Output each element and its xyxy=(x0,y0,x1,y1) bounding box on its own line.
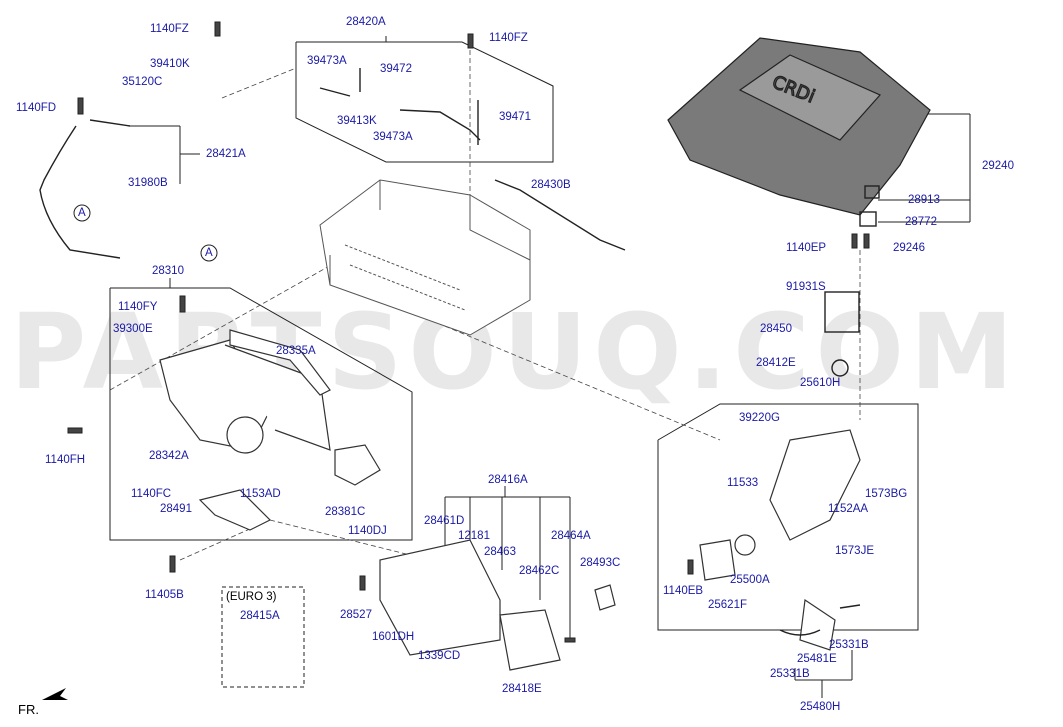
callout-25331b-left: 25331B xyxy=(770,668,810,680)
front-arrow-icon xyxy=(42,688,68,700)
callout-29240: 29240 xyxy=(982,160,1014,172)
callout-1140eb: 1140EB xyxy=(663,585,704,597)
callout-1140dj: 1140DJ xyxy=(348,525,387,537)
callout-39410k: 39410K xyxy=(150,58,190,70)
callout-28420a: 28420A xyxy=(346,16,386,28)
callout-28430b: 28430B xyxy=(531,179,571,191)
callout-28342a: 28342A xyxy=(149,450,189,462)
callout-euro3-label: (EURO 3) xyxy=(226,591,277,603)
callout-1573je: 1573JE xyxy=(835,545,875,557)
callout-1140fc: 1140FC xyxy=(131,488,172,500)
callout-39473a-upper: 39473A xyxy=(307,55,347,67)
callout-29246: 29246 xyxy=(893,242,925,254)
callout-1140fh: 1140FH xyxy=(45,454,86,466)
callout-28772: 28772 xyxy=(905,216,937,228)
callout-39413k: 39413K xyxy=(337,115,377,127)
thermostat-housing-drawing xyxy=(699,429,861,651)
callout-1573bg: 1573BG xyxy=(865,488,908,500)
callout-28463: 28463 xyxy=(484,546,516,558)
callout-28335a: 28335A xyxy=(276,345,316,357)
callout-91931s: 91931S xyxy=(786,281,826,293)
callout-28491: 28491 xyxy=(160,503,192,515)
callout-28462c: 28462C xyxy=(519,565,560,577)
engine-cover-drawing: CRDi xyxy=(667,37,931,216)
callout-25481e: 25481E xyxy=(797,653,837,665)
callout-39473a-lower: 39473A xyxy=(373,131,413,143)
callout-25480h: 25480H xyxy=(800,701,841,713)
group-box-28420a xyxy=(295,41,554,163)
callout-11405b: 11405B xyxy=(145,589,184,601)
group-box-28310 xyxy=(109,287,413,541)
callout-25500a: 25500A xyxy=(730,574,770,586)
callout-28461d: 28461D xyxy=(424,515,465,527)
callout-1140fd: 1140FD xyxy=(16,102,57,114)
callout-28418e: 28418E xyxy=(502,683,542,695)
callout-39471: 39471 xyxy=(499,111,531,123)
callout-1140fz-upper: 1140FZ xyxy=(150,23,189,35)
callout-1601dh: 1601DH xyxy=(372,631,415,643)
callout-25331b-right: 25331B xyxy=(829,639,869,651)
callout-28412e: 28412E xyxy=(756,357,796,369)
callout-12181: 12181 xyxy=(458,530,490,542)
callout-1153ad: 1153AD xyxy=(240,488,281,500)
group-box-thermostat xyxy=(657,403,919,631)
callout-25610h: 25610H xyxy=(800,377,841,389)
callout-28381c: 28381C xyxy=(325,506,366,518)
callout-28913: 28913 xyxy=(908,194,940,206)
engine-block-drawing xyxy=(319,179,531,336)
callout-25621f: 25621F xyxy=(708,599,748,611)
callout-1140fz-right: 1140FZ xyxy=(489,32,528,44)
callout-35120c: 35120C xyxy=(122,76,163,88)
callout-28310: 28310 xyxy=(152,265,184,277)
callout-28527: 28527 xyxy=(340,609,372,621)
callout-39300e: 39300E xyxy=(113,323,153,335)
callout-1339cd: 1339CD xyxy=(418,650,461,662)
egr-cooler-drawing xyxy=(379,539,616,671)
callout-1140fy: 1140FY xyxy=(118,301,158,313)
callout-ref-a-left: A xyxy=(78,207,86,219)
callout-28450: 28450 xyxy=(760,323,792,335)
callout-39220g: 39220G xyxy=(739,412,780,424)
callout-39472: 39472 xyxy=(380,63,412,75)
callout-ref-a-center: A xyxy=(205,247,213,259)
callout-11533: 11533 xyxy=(727,477,759,489)
callout-28415a: 28415A xyxy=(240,610,280,622)
front-marker: FR. xyxy=(18,702,39,717)
callout-1152aa: 1152AA xyxy=(828,503,869,515)
callout-28421a: 28421A xyxy=(206,148,246,160)
callout-28416a: 28416A xyxy=(488,474,528,486)
exhaust-manifold-drawing xyxy=(159,329,381,531)
callout-28464a: 28464A xyxy=(551,530,591,542)
callout-1140ep: 1140EP xyxy=(786,242,827,254)
callout-28493c: 28493C xyxy=(580,557,621,569)
callout-31980b: 31980B xyxy=(128,177,168,189)
